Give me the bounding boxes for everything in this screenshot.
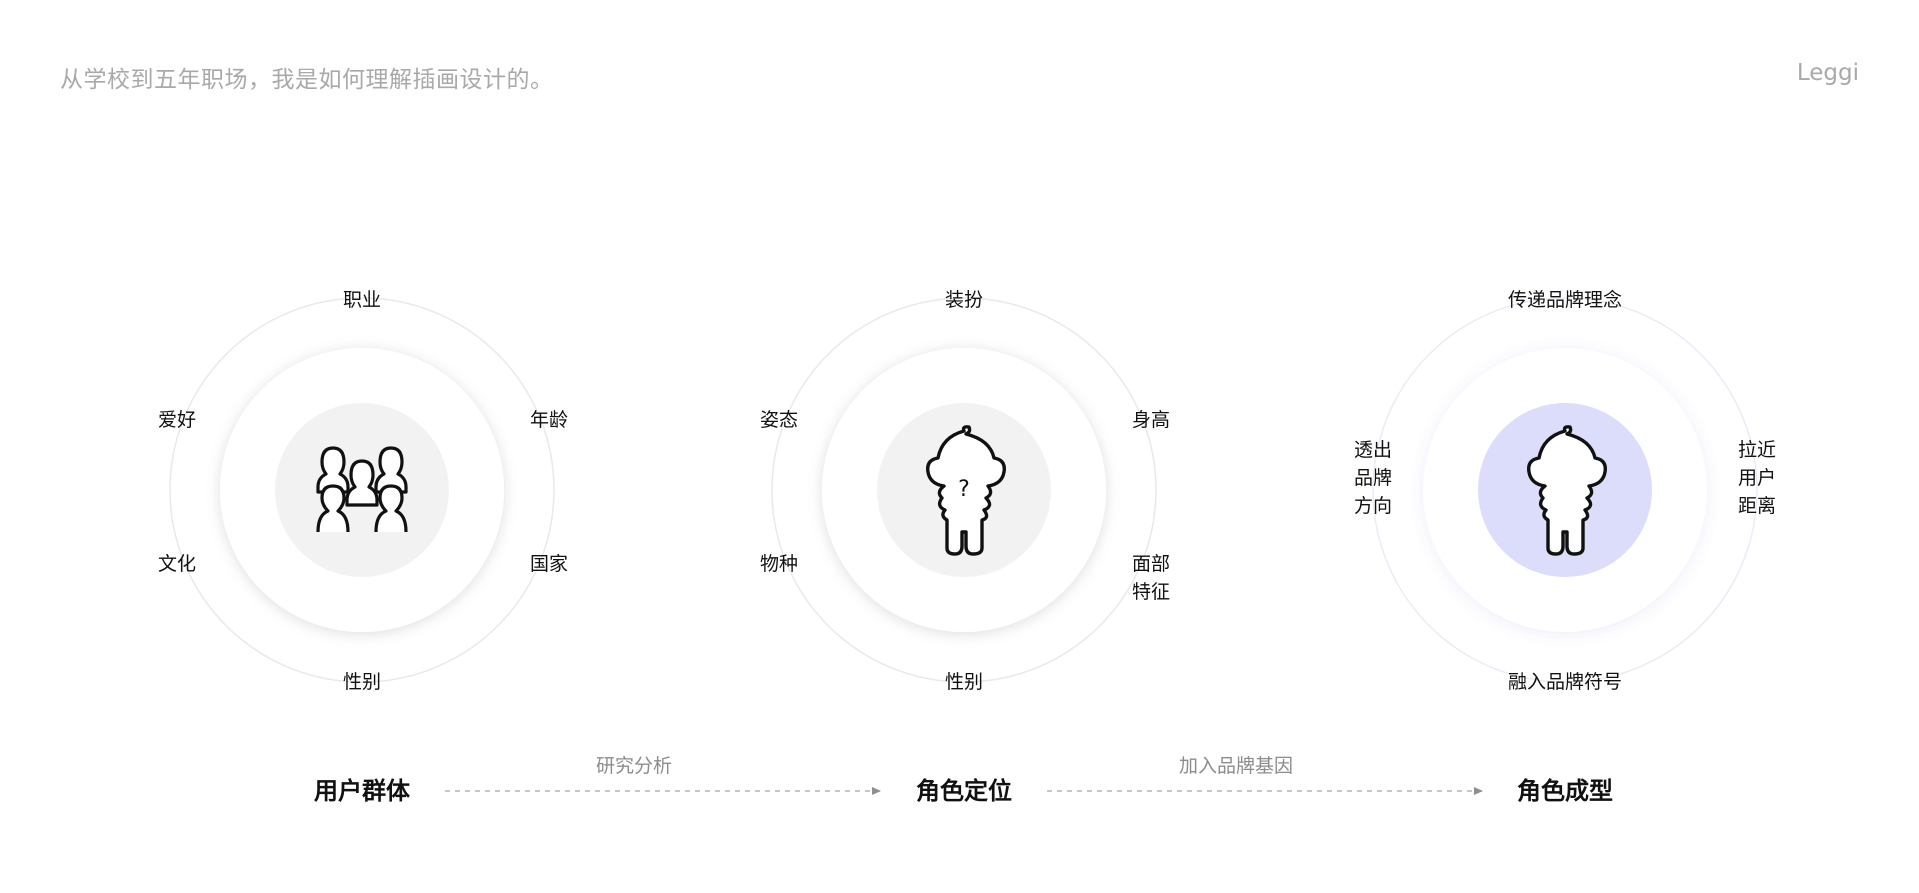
stage-character-positioning: ? 装扮 姿态 身高 物种 面部 特征 性别	[760, 289, 1170, 693]
attr-top: 职业	[343, 289, 381, 311]
attr-left-line2: 品牌	[1354, 467, 1392, 489]
outer-ring	[1372, 297, 1758, 683]
attr-right-line1: 拉近	[1738, 439, 1776, 461]
attr-lower-right-line1: 面部	[1132, 553, 1170, 575]
attr-bottom: 性别	[945, 671, 983, 693]
stage-user-group: 职业 爱好 年龄 文化 国家 性别	[158, 289, 568, 693]
attr-lower-left: 物种	[760, 553, 798, 575]
brand-name: Leggi	[1796, 60, 1859, 86]
attr-lower-right-line2: 特征	[1132, 581, 1170, 603]
arrow-label-brand-gene: 加入品牌基因	[1179, 755, 1293, 777]
character-icon	[1527, 425, 1607, 556]
attr-bottom: 融入品牌符号	[1508, 671, 1622, 693]
attr-bottom: 性别	[343, 671, 381, 693]
stage-label-user-group: 用户群体	[314, 777, 411, 805]
outer-ring	[771, 297, 1157, 683]
page-title: 从学校到五年职场，我是如何理解插画设计的。	[60, 67, 554, 93]
character-question-icon: ?	[926, 425, 1006, 556]
svg-text:?: ?	[958, 477, 970, 502]
stage-label-character-positioning: 角色定位	[916, 777, 1012, 805]
outer-ring	[169, 297, 555, 683]
attr-upper-left: 姿态	[760, 409, 798, 431]
stage-label-character-formed: 角色成型	[1517, 777, 1613, 805]
attr-lower-left: 文化	[158, 553, 196, 575]
attr-top: 传递品牌理念	[1508, 288, 1622, 311]
attr-upper-left: 爱好	[158, 409, 196, 431]
attr-top: 装扮	[945, 289, 983, 311]
attr-upper-right: 身高	[1132, 409, 1170, 431]
attr-left-line1: 透出	[1354, 439, 1392, 461]
attr-right-line2: 用户	[1738, 467, 1776, 489]
arrow-label-research: 研究分析	[596, 755, 672, 777]
attr-left-line3: 方向	[1354, 495, 1392, 517]
user-group-icon	[316, 446, 408, 533]
attr-upper-right: 年龄	[530, 409, 568, 431]
stage-character-formed: 传递品牌理念 透出 品牌 方向 拉近 用户 距离 融入品牌符号	[1354, 288, 1776, 693]
attr-lower-right: 国家	[530, 553, 568, 575]
attr-right-line3: 距离	[1738, 495, 1776, 517]
